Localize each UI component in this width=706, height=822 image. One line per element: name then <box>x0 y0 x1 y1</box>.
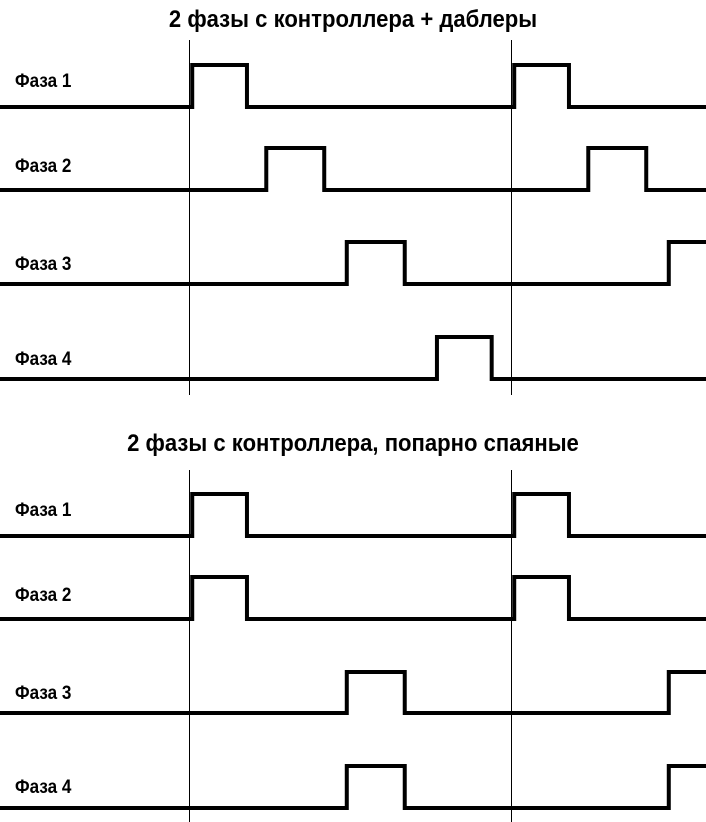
diagram-1-phase-1-label: Фаза 1 <box>15 71 72 92</box>
diagram-1-phase-1-waveform <box>0 63 706 109</box>
diagram-1-phase-3-waveform <box>0 240 706 286</box>
diagram-1-phase-3-label: Фаза 3 <box>15 254 72 275</box>
diagram-2-phase-1-label: Фаза 1 <box>15 500 72 521</box>
diagram-2-title: 2 фазы с контроллера, попарно спаяные <box>127 430 579 457</box>
diagram-2-phase-2-label: Фаза 2 <box>15 585 72 606</box>
diagram-2-phase-1-waveform <box>0 492 706 538</box>
diagram-1-phase-4-label: Фаза 4 <box>15 349 72 370</box>
diagram-2-phase-4-label: Фаза 4 <box>15 777 72 798</box>
diagram-1-phase-2-waveform <box>0 146 706 192</box>
diagram-2-phase-2-waveform <box>0 575 706 621</box>
diagram-2-phase-3-label: Фаза 3 <box>15 683 72 704</box>
diagram-1-title: 2 фазы с контроллера + даблеры <box>168 6 538 33</box>
diagram-2-phase-3-waveform <box>0 670 706 715</box>
diagram-1-phase-4-waveform <box>0 335 706 381</box>
diagram-2-phase-4-waveform <box>0 764 706 810</box>
diagram-1-phase-2-label: Фаза 2 <box>15 156 72 177</box>
